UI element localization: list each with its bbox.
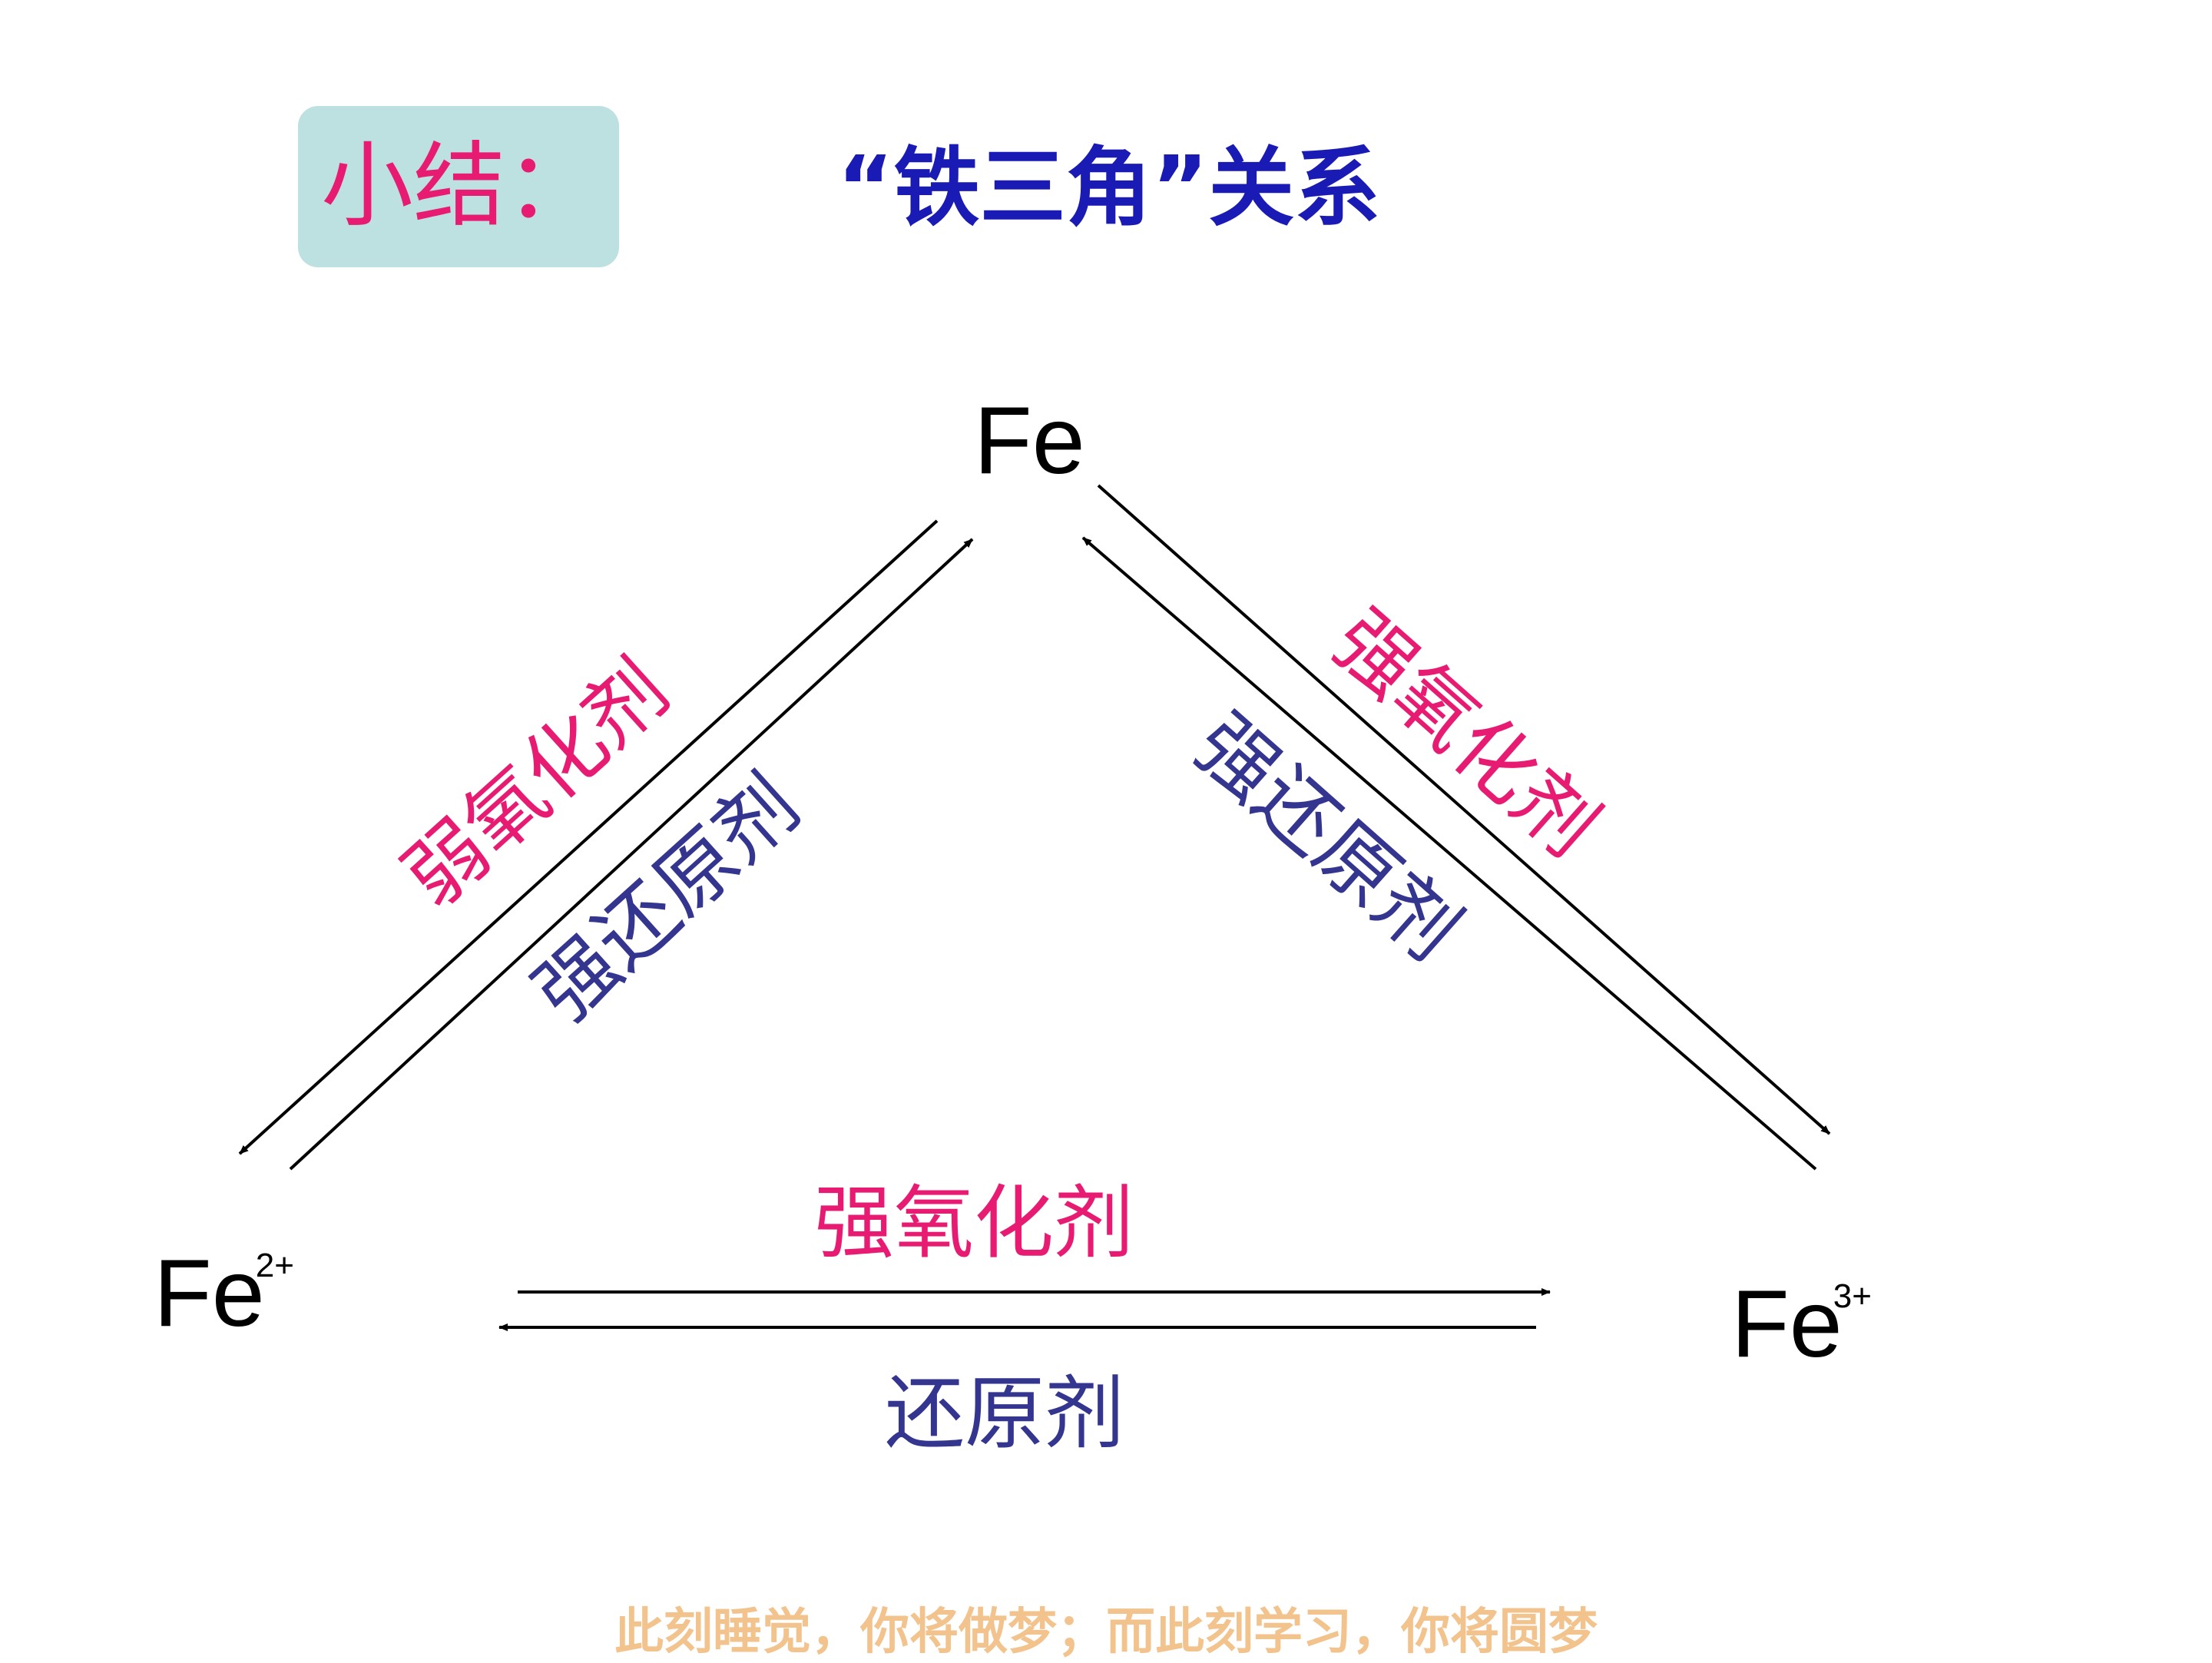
- node-fe3-charge: 3+: [1833, 1277, 1872, 1315]
- node-fe-symbol: Fe: [974, 388, 1085, 494]
- arrow-fe2-to-fe: [289, 538, 974, 1171]
- page-title: “铁三角”关系: [837, 138, 1381, 238]
- node-fe: Fe: [974, 393, 1085, 489]
- label-fe2-to-fe3: 强氧化剂: [814, 1176, 1134, 1270]
- arrow-fe-to-fe2: [238, 519, 939, 1155]
- node-fe3-symbol: Fe: [1731, 1271, 1843, 1377]
- footer-motto: 此刻睡觉，你将做梦；而此刻学习，你将圆梦: [614, 1603, 1598, 1661]
- node-fe2-charge: 2+: [255, 1247, 294, 1284]
- node-fe2-symbol: Fe: [154, 1241, 265, 1347]
- summary-label: 小结：: [321, 133, 598, 240]
- arrow-fe3-to-fe: [1081, 536, 1817, 1171]
- summary-badge: [298, 106, 619, 267]
- arrow-fe-to-fe3: [1097, 484, 1831, 1135]
- label-fe3-to-fe2: 还原剂: [885, 1367, 1125, 1460]
- node-fe2: Fe2+: [154, 1246, 303, 1363]
- node-fe3: Fe3+: [1731, 1277, 1881, 1393]
